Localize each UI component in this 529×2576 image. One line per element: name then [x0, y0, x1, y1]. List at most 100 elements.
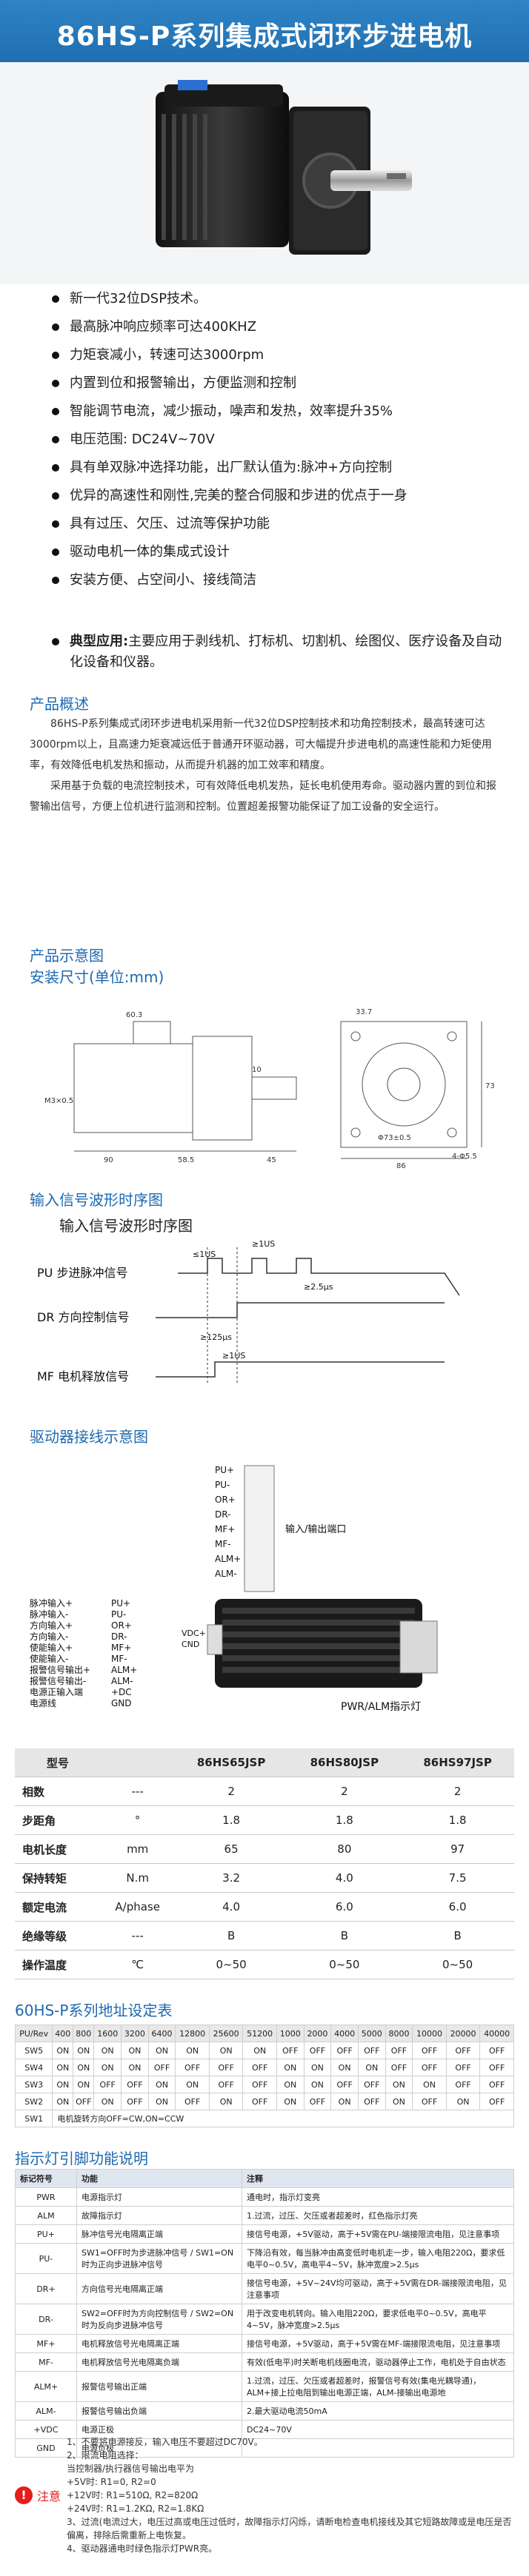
switch-header-cell: 20000: [445, 2025, 481, 2042]
drawing-subtitle: 安装尺寸(单位:mm): [30, 968, 164, 986]
switch-cell: OFF: [357, 2093, 386, 2110]
bullet-icon: [52, 436, 59, 443]
switch-header-cell: 6400: [147, 2025, 176, 2042]
spec-cell: 6.0: [287, 1892, 402, 1922]
switch-cell: OFF: [242, 2093, 277, 2110]
switch-header-cell: 25600: [208, 2025, 244, 2042]
bullet-icon: [52, 352, 59, 359]
switch-title: 60HS-P系列地址设定表: [15, 2002, 173, 2019]
waveform-diagram: PU 步进脉冲信号 DR 方向控制信号 MF 电机释放信号 ≥1US ≤1US …: [30, 1236, 504, 1414]
switch-header-cell: 1000: [276, 2025, 305, 2042]
spec-cell: mm: [100, 1834, 175, 1864]
switch-cell: OFF: [175, 2059, 210, 2076]
spec-cell: 步距角: [15, 1805, 101, 1835]
wiring-row-signal: ALM-: [111, 1676, 133, 1686]
timing-t1: ≥1US: [252, 1239, 275, 1249]
timing-t2: ≤1US: [193, 1250, 216, 1259]
application-label: 典型应用:: [70, 634, 129, 649]
bullet-icon: [52, 464, 59, 472]
spec-cell: 4.0: [174, 1892, 288, 1922]
note-item: +12V时: R1=510Ω, R2=820Ω: [67, 2490, 199, 2500]
spec-cell: 6.0: [401, 1892, 514, 1922]
timing-t3: ≥2.5μs: [304, 1282, 333, 1292]
switch-cell: OFF: [73, 2093, 95, 2110]
notes-list: 1、不要将电源接反，输入电压不要超过DC70V。2、限流电阻选择：当控制器/执行…: [67, 2435, 514, 2555]
spec-cell: 2: [287, 1777, 402, 1806]
led-label: PWR/ALM指示灯: [341, 1701, 421, 1713]
pins-title: 指示灯引脚功能说明: [15, 2150, 148, 2167]
feature-item: 智能调节电流，减少振动，噪声和发热，效率提升35%: [52, 401, 526, 422]
wiring-section-label: 驱动器接线示意图: [30, 1428, 148, 1446]
pins-cell: ALM: [15, 2206, 77, 2225]
note-item: 2、限流电阻选择：: [67, 2450, 144, 2461]
feature-item: 电压范围: DC24V~70V: [52, 429, 526, 450]
switch-cell: ON: [208, 2042, 244, 2059]
feature-item: 内置到位和报警输出，方便监测和控制: [52, 373, 526, 394]
notes-label: 注意: [37, 2489, 61, 2503]
pins-cell: 用于改变电机转向。输入电阻220Ω，要求低电平0~0.5V，高电平4~5V，脉冲…: [242, 2304, 514, 2335]
pins-cell: GND: [15, 2438, 77, 2458]
wiring-row-signal: GND: [111, 1698, 132, 1708]
switch-cell: OFF: [412, 2093, 447, 2110]
switch-cell: OFF: [303, 2093, 332, 2110]
bullet-icon: [52, 380, 59, 387]
spec-cell: B: [174, 1921, 288, 1951]
switch-header-cell: 2000: [303, 2025, 332, 2042]
dim-label-73: 73: [485, 1082, 495, 1090]
pins-cell: MF-: [15, 2352, 77, 2372]
switch-cell: OFF: [330, 2042, 359, 2059]
pins-cell: 电源负极: [76, 2438, 242, 2458]
switch-cell: ON: [175, 2076, 210, 2093]
pins-cell: 通电时，指示灯变亮: [242, 2187, 514, 2207]
switch-cell: ON: [357, 2059, 386, 2076]
feature-text: 内置到位和报警输出，方便监测和控制: [70, 375, 296, 391]
switch-cell: ON: [73, 2076, 95, 2093]
pins-cell: MF+: [15, 2334, 77, 2353]
pins-cell: 报警信号输出负端: [76, 2401, 242, 2421]
feature-item: 优异的高速性和刚性,完美的整合伺服和步进的优点于一身: [52, 486, 526, 506]
dim-label-10: 10: [252, 1066, 262, 1074]
connector-label: 输入/输出端口: [285, 1523, 346, 1535]
feature-text: 智能调节电流，减少振动，噪声和发热，效率提升35%: [70, 403, 393, 419]
dim-label-33: 33.7: [356, 1008, 372, 1016]
pins-cell: 方向信号光电隔离正端: [76, 2273, 242, 2304]
spec-cell: 绝缘等级: [15, 1921, 101, 1951]
switch-cell: ON: [208, 2093, 244, 2110]
connector-pin-label: ALM+: [215, 1554, 241, 1564]
feature-text: 力矩衰减小，转速可达3000rpm: [70, 347, 264, 363]
switch-cell: OFF: [242, 2076, 277, 2093]
pins-cell: 电机释放信号光电隔离负端: [76, 2352, 242, 2372]
drawing-title: 产品示意图: [30, 947, 104, 965]
switch-header-cell: 40000: [479, 2025, 514, 2042]
overview-section: 产品概述 86HS-P系列集成式闭环步进电机采用新一代32位DSP控制技术和功角…: [30, 692, 504, 817]
wiring-row-name: 电源正输入端: [30, 1686, 83, 1697]
wiring-row-signal: OR+: [111, 1620, 132, 1631]
switch-cell: OFF: [276, 2042, 305, 2059]
wiring-row-signal: PU+: [111, 1598, 130, 1609]
wiring-row-name: 方向输入+: [30, 1620, 73, 1631]
wiring-row-name: 使能输入+: [30, 1642, 73, 1653]
switch-cell: SW4: [14, 2059, 53, 2076]
dim-label-45: 45: [267, 1156, 276, 1164]
pins-cell: PU+: [15, 2224, 77, 2244]
pins-cell: 1.过流，过压、欠压或者超差时，红色指示灯亮: [242, 2206, 514, 2225]
spec-cell: 0~50: [287, 1950, 402, 1979]
bullet-icon: [52, 408, 59, 415]
bullet-icon: [52, 295, 59, 303]
pins-cell: ALM+: [15, 2371, 77, 2402]
feature-item: 具有单双脉冲选择功能，出厂默认值为:脉冲+方向控制: [52, 457, 526, 478]
spec-header-cell: [100, 1748, 175, 1777]
switch-cell: OFF: [121, 2076, 149, 2093]
spec-cell: 7.5: [401, 1863, 514, 1893]
switch-cell: ON: [93, 2042, 122, 2059]
pins-cell: ALM-: [15, 2401, 77, 2421]
pins-cell: 脉冲信号光电隔离正端: [76, 2224, 242, 2244]
pins-cell: 电机释放信号光电隔离正端: [76, 2334, 242, 2353]
